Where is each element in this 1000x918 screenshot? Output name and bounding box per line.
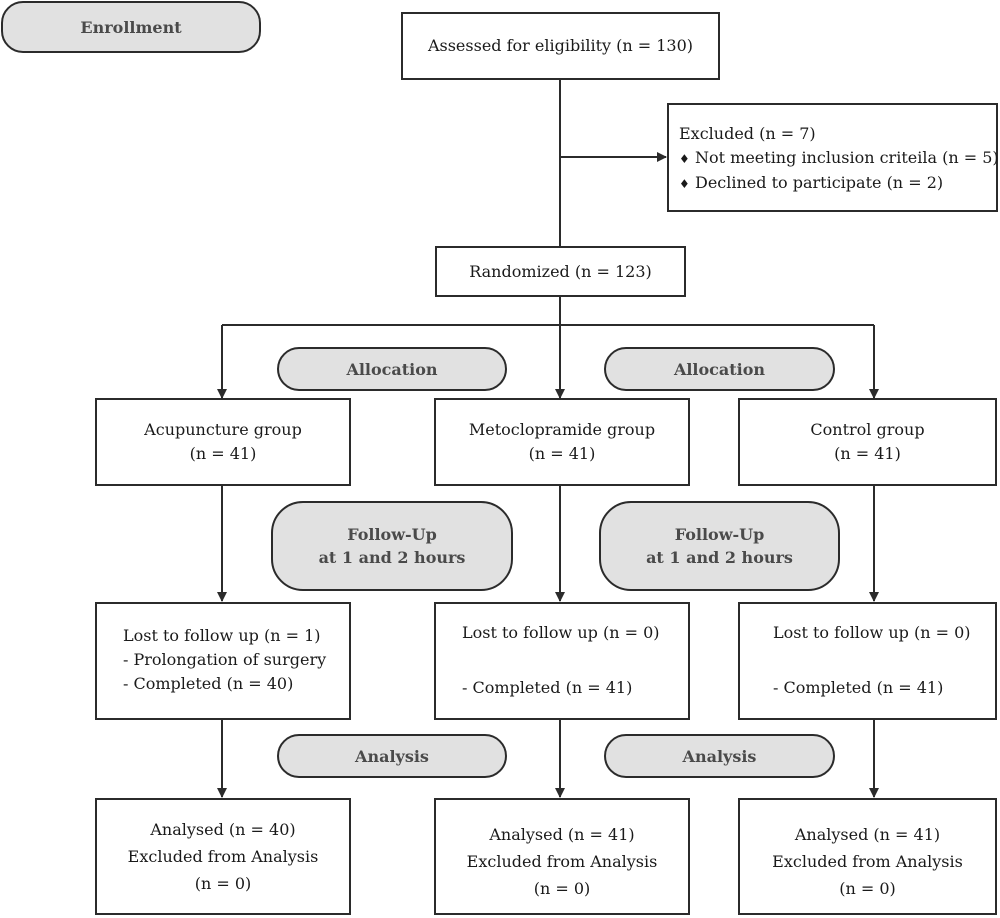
excluded-item-text: Declined to participate (n = 2) (695, 173, 944, 192)
follow-up-lost: Lost to follow up (n = 1) (123, 626, 321, 645)
diamond-bullet-icon: ♦ (679, 152, 690, 166)
follow-up-text-line-2: at 1 and 2 hours (318, 548, 466, 567)
analysis-text: Analysis (355, 746, 429, 766)
analysis-box-control: Analysed (n = 41) Excluded from Analysis… (738, 798, 997, 915)
analysed-count: Analysed (n = 41) (489, 825, 635, 844)
allocation-text: Allocation (346, 359, 438, 379)
follow-up-label-left: Follow-Up at 1 and 2 hours (271, 501, 513, 591)
excluded-item: ♦ Not meeting inclusion criteila (n = 5) (679, 146, 999, 171)
analysed-count: Analysed (n = 40) (150, 820, 296, 839)
follow-up-detail (462, 645, 678, 676)
allocation-text: Allocation (673, 359, 766, 379)
analysis-label-right: Analysis (604, 734, 835, 778)
follow-up-label-right: Follow-Up at 1 and 2 hours (599, 501, 840, 591)
allocation-label-right: Allocation (604, 347, 835, 391)
excluded-from-analysis-label: Excluded from Analysis (127, 847, 319, 866)
follow-up-box-metoclopramide: Lost to follow up (n = 0) - Completed (n… (434, 602, 690, 720)
follow-up-text-line-1: Follow-Up (347, 525, 437, 544)
excluded-from-analysis-count: (n = 0) (194, 874, 252, 893)
excluded-from-analysis-count: (n = 0) (533, 879, 591, 898)
analysis-box-acupuncture: Analysed (n = 40) Excluded from Analysis… (95, 798, 351, 915)
excluded-from-analysis-count: (n = 0) (839, 879, 896, 898)
follow-up-detail (773, 645, 985, 676)
excluded-from-analysis-label: Excluded from Analysis (466, 852, 658, 871)
group-box-metoclopramide: Metoclopramide group (n = 41) (434, 398, 690, 486)
randomized-box: Randomized (n = 123) (435, 246, 686, 297)
allocation-label-left: Allocation (277, 347, 507, 391)
randomized-text: Randomized (n = 123) (469, 261, 652, 281)
analysis-label-left: Analysis (277, 734, 507, 778)
analysis-box-metoclopramide: Analysed (n = 41) Excluded from Analysis… (434, 798, 690, 915)
group-name: Acupuncture group (144, 420, 302, 439)
excluded-box: Excluded (n = 7) ♦ Not meeting inclusion … (667, 103, 999, 212)
group-name: Control group (810, 420, 925, 439)
group-name: Metoclopramide group (468, 420, 656, 439)
follow-up-completed: - Completed (n = 41) (462, 678, 633, 697)
excluded-item: ♦ Declined to participate (n = 2) (679, 171, 986, 196)
follow-up-lost: Lost to follow up (n = 0) (462, 623, 660, 642)
excluded-from-analysis-label: Excluded from Analysis (772, 852, 963, 871)
group-n: (n = 41) (528, 444, 596, 463)
group-box-acupuncture: Acupuncture group (n = 41) (95, 398, 351, 486)
group-n: (n = 41) (834, 444, 901, 463)
enrollment-label: Enrollment (1, 1, 261, 53)
follow-up-detail: - Prolongation of surgery (123, 650, 327, 669)
follow-up-box-acupuncture: Lost to follow up (n = 1) - Prolongation… (95, 602, 351, 720)
excluded-title: Excluded (n = 7) (679, 124, 816, 143)
excluded-item-text: Not meeting inclusion criteila (n = 5) (695, 148, 999, 167)
follow-up-box-control: Lost to follow up (n = 0) - Completed (n… (738, 602, 997, 720)
analysed-count: Analysed (n = 41) (794, 825, 941, 844)
follow-up-completed: - Completed (n = 40) (123, 674, 294, 693)
follow-up-completed: - Completed (n = 41) (773, 678, 944, 697)
diamond-bullet-icon: ♦ (679, 177, 690, 191)
assessed-text: Assessed for eligibility (n = 130) (427, 36, 694, 55)
group-box-control: Control group (n = 41) (738, 398, 997, 486)
assessed-box: Assessed for eligibility (n = 130) (401, 12, 720, 80)
enrollment-text: Enrollment (80, 17, 182, 37)
follow-up-text-line-2: at 1 and 2 hours (646, 548, 793, 567)
follow-up-lost: Lost to follow up (n = 0) (773, 623, 971, 642)
group-n: (n = 41) (189, 444, 257, 463)
analysis-text: Analysis (682, 746, 757, 766)
follow-up-text-line-1: Follow-Up (674, 525, 765, 544)
